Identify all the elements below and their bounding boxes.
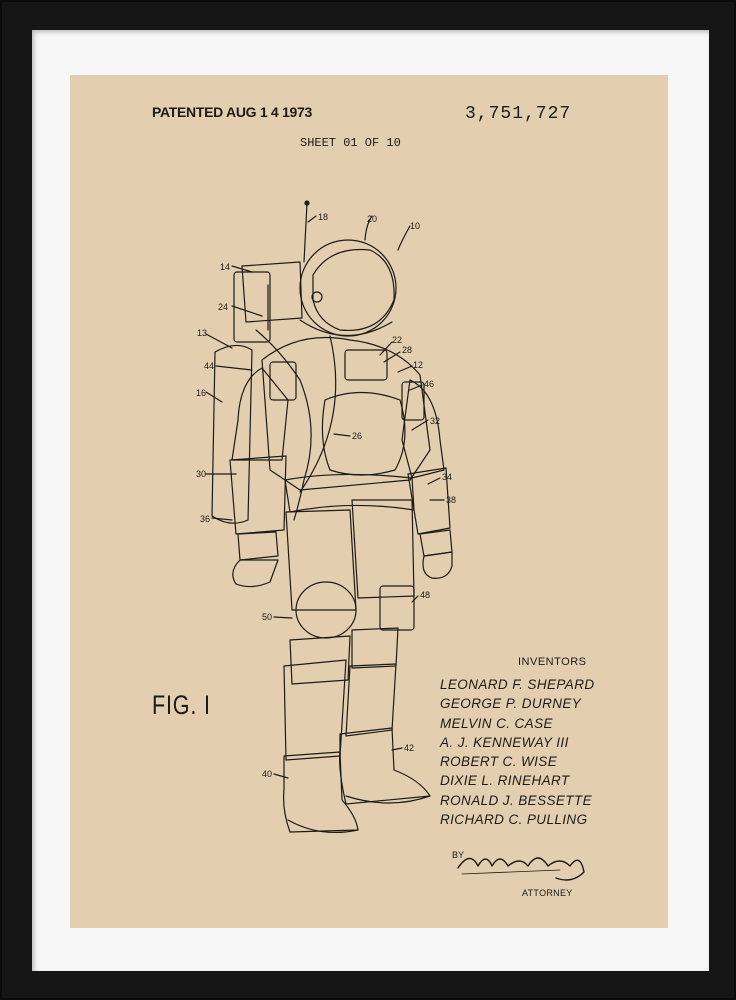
chest-controls [344, 349, 388, 381]
inventor-name: LEONARD F. SHEPARD [440, 677, 595, 692]
svg-text:18: 18 [318, 212, 328, 222]
svg-text:50: 50 [262, 612, 272, 622]
shin-right [345, 663, 397, 737]
thigh-pocket [379, 585, 415, 631]
inventor-name: RONALD J. BESSETTE [440, 792, 592, 808]
svg-text:26: 26 [352, 431, 362, 441]
figure-label: FIG. I [152, 690, 211, 720]
svg-text:44: 44 [204, 361, 214, 371]
thigh-right [351, 499, 415, 599]
svg-text:42: 42 [404, 743, 414, 753]
arm-right [401, 379, 445, 479]
inventors-heading: INVENTORS [518, 656, 587, 668]
svg-text:20: 20 [367, 214, 377, 224]
svg-text:13: 13 [197, 328, 207, 338]
backpack [241, 261, 303, 323]
backpack-unit [233, 271, 271, 343]
glove-left [232, 559, 279, 588]
thigh-left [285, 509, 357, 611]
inventor-name: GEORGE P. DURNEY [440, 696, 582, 712]
svg-text:28: 28 [402, 345, 412, 355]
inventor-name: DIXIE L. RINEHART [440, 773, 570, 789]
backpack-tank [211, 344, 253, 524]
shin-left [283, 659, 347, 761]
svg-text:12: 12 [413, 360, 423, 370]
svg-text:22: 22 [392, 335, 402, 345]
inventor-name: A. J. KENNEWAY III [440, 734, 569, 750]
boot-left [283, 751, 359, 833]
inventor-name: MELVIN C. CASE [440, 715, 553, 731]
svg-text:24: 24 [218, 302, 228, 312]
svg-text:30: 30 [196, 469, 206, 479]
patented-date: PATENTED AUG 1 4 1973 [152, 104, 312, 120]
svg-text:10: 10 [410, 221, 420, 231]
attorney-signature [457, 857, 585, 881]
svg-text:36: 36 [200, 514, 210, 524]
patent-number: 3,751,727 [465, 104, 572, 124]
inventors-list: LEONARD F. SHEPARD GEORGE P. DURNEY MELV… [440, 677, 595, 831]
waist-ring [284, 473, 415, 513]
svg-text:16: 16 [196, 388, 206, 398]
inventor-name: ROBERT C. WISE [440, 754, 558, 770]
inventor-name: RICHARD C. PULLING [440, 812, 588, 828]
sheet-number: SHEET 01 OF 10 [300, 136, 401, 150]
arm-left [231, 367, 289, 461]
svg-text:14: 14 [220, 262, 230, 272]
signature-by: BY [452, 850, 465, 860]
glove-right [422, 551, 453, 579]
antenna [303, 202, 308, 263]
boot-right [339, 727, 431, 805]
svg-text:38: 38 [446, 495, 456, 505]
svg-text:46: 46 [424, 379, 434, 389]
svg-text:34: 34 [442, 472, 452, 482]
svg-text:48: 48 [420, 590, 430, 600]
svg-text:32: 32 [430, 416, 440, 426]
attorney-label: ATTORNEY [522, 888, 573, 898]
helmet [299, 239, 397, 337]
svg-text:40: 40 [262, 769, 272, 779]
patent-paper [70, 75, 668, 928]
